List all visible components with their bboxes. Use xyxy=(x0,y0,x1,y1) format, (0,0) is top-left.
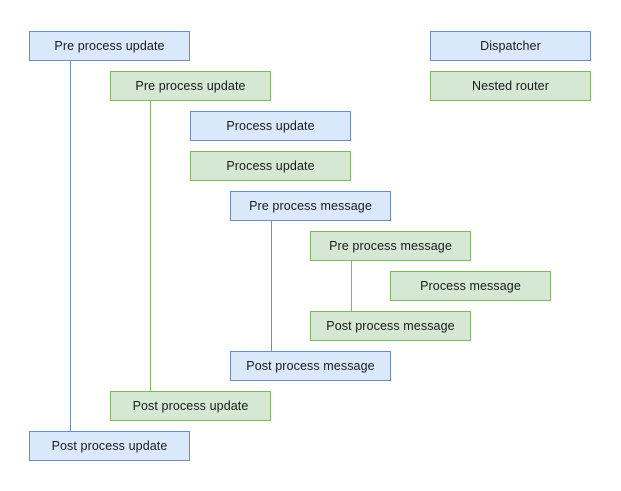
node-label: Post process update xyxy=(132,398,249,413)
node-pre-process-message-router[interactable]: Pre process message xyxy=(310,231,471,261)
node-legend-dispatcher[interactable]: Dispatcher xyxy=(430,31,591,61)
node-label: Pre process message xyxy=(329,238,452,253)
node-label: Pre process message xyxy=(249,198,372,213)
node-label: Post process update xyxy=(51,438,168,453)
connector-edge-dispatcher-update xyxy=(70,61,71,431)
node-label: Nested router xyxy=(471,78,550,93)
node-label: Dispatcher xyxy=(480,38,541,53)
connector-edge-router-message xyxy=(351,261,352,311)
node-process-update-dispatcher[interactable]: Process update xyxy=(190,111,351,141)
node-label: Process update xyxy=(226,118,315,133)
node-pre-process-update-dispatcher[interactable]: Pre process update xyxy=(29,31,190,61)
node-label: Pre process update xyxy=(135,78,246,93)
node-pre-process-update-router[interactable]: Pre process update xyxy=(110,71,271,101)
node-label: Post process message xyxy=(326,318,455,333)
connector-edge-dispatcher-message xyxy=(271,221,272,351)
node-label: Post process message xyxy=(246,358,375,373)
node-post-process-message-dispatcher[interactable]: Post process message xyxy=(230,351,391,381)
node-process-message-router[interactable]: Process message xyxy=(390,271,551,301)
connector-edge-router-update xyxy=(150,101,151,391)
node-post-process-message-router[interactable]: Post process message xyxy=(310,311,471,341)
node-process-update-router[interactable]: Process update xyxy=(190,151,351,181)
node-post-process-update-router[interactable]: Post process update xyxy=(110,391,271,421)
node-legend-nested-router[interactable]: Nested router xyxy=(430,71,591,101)
node-label: Pre process update xyxy=(54,38,165,53)
node-post-process-update-dispatcher[interactable]: Post process update xyxy=(29,431,190,461)
node-pre-process-message-dispatcher[interactable]: Pre process message xyxy=(230,191,391,221)
node-label: Process update xyxy=(226,158,315,173)
node-label: Process message xyxy=(420,278,521,293)
